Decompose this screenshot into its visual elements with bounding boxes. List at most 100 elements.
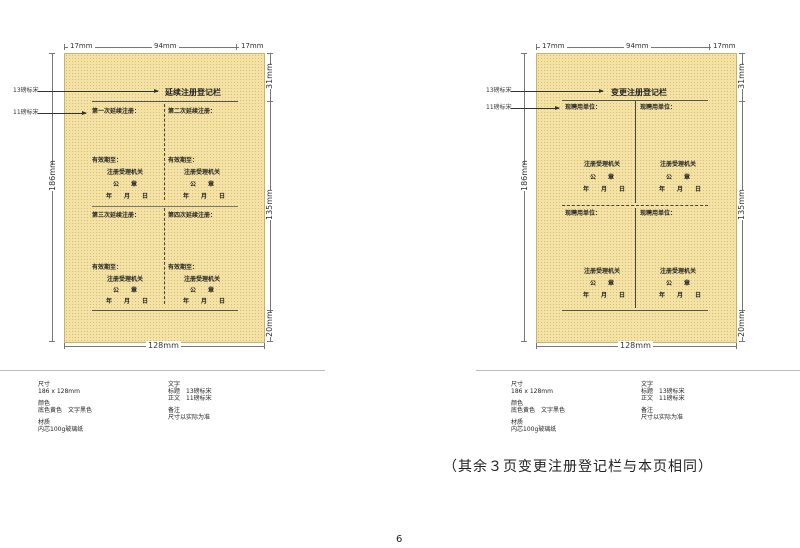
dim-17mm-right: 17mm [711,42,738,51]
valid-until-label: 有效期至： [168,264,199,271]
bottom-rule [92,310,238,311]
dim-17mm-left: 17mm [68,42,95,51]
date-label: 年 月 日 [659,292,702,299]
page-number: 6 [396,534,403,545]
authority-label: 注册受理机关 [107,169,144,176]
dim-tick [64,44,65,50]
seal-label: 公 章 [590,280,615,287]
dim-tick [536,343,537,349]
dim-tick [267,341,273,342]
employer-label: 现聘用单位： [565,104,602,111]
date-label: 年 月 日 [659,186,702,193]
date-label: 年 月 日 [106,193,149,200]
dim-128mm: 128mm [618,341,653,350]
dim-94mm: 94mm [152,42,179,51]
date-label: 年 月 日 [583,186,626,193]
spec-remark-label: 备注 [641,407,654,414]
column-divider [635,208,636,308]
seal-label: 公 章 [113,287,138,294]
dim-tick [64,343,65,349]
date-label: 年 月 日 [183,193,226,200]
left-sheet-title: 延续注册登记栏 [165,87,221,97]
callout-arrow [511,106,560,110]
callout-11pt: 11磅标宋 [13,109,39,116]
callout-arrow [38,111,87,115]
seal-label: 公 章 [190,287,215,294]
dim-tick [521,53,527,54]
dim-128mm: 128mm [146,341,181,350]
valid-until-label: 有效期至： [92,264,123,271]
dim-17mm-left: 17mm [540,42,567,51]
callout-arrow [38,89,159,93]
spec-color-value: 底色黄色 文字黑色 [511,407,566,414]
dim-tick [267,101,273,102]
seal-label: 公 章 [113,181,138,188]
renewal-3-label: 第三次延续注册： [92,212,141,219]
spec-material-value: 内芯100g玻璃纸 [38,426,84,433]
dim-31mm: 31mm [737,63,747,89]
authority-label: 注册受理机关 [184,169,221,176]
dim-94mm: 94mm [624,42,651,51]
dim-tick [49,53,55,54]
spec-size-value: 186 x 128mm [511,388,553,395]
dim-tick [49,341,55,342]
dim-tick [739,341,745,342]
dim-tick [267,53,273,54]
spec-text-title: 标题 13磅标宋 [168,388,212,395]
spec-color-label: 颜色 [38,400,51,407]
height-dim-line [52,53,53,341]
dim-20mm: 20mm [737,311,747,337]
dim-tick [736,343,737,349]
dim-186mm: 186mm [48,160,58,191]
spec-material-label: 材质 [511,419,524,426]
seal-label: 公 章 [666,280,691,287]
authority-label: 注册受理机关 [584,268,621,275]
dim-tick [739,53,745,54]
row-divider [92,206,238,207]
seal-label: 公 章 [666,174,691,181]
row-divider [562,205,708,206]
dim-tick [267,310,273,311]
spec-color-label: 颜色 [511,400,524,407]
spec-size-value: 186 x 128mm [38,388,80,395]
callout-13pt: 13磅标宋 [13,87,39,94]
spec-text-label: 文字 [168,381,181,388]
spec-text-title: 标题 13磅标宋 [641,388,685,395]
dim-20mm: 20mm [265,311,275,337]
date-label: 年 月 日 [106,298,149,305]
spec-remark-label: 备注 [168,407,181,414]
employer-label: 现聘用单位： [640,210,677,217]
authority-label: 注册受理机关 [660,161,697,168]
employer-label: 现聘用单位： [640,104,677,111]
authority-label: 注册受理机关 [584,161,621,168]
spec-size-label: 尺寸 [38,381,51,388]
spec-color-value: 底色黄色 文字黑色 [38,407,93,414]
spec-text-body: 正文 11磅标宋 [641,395,685,402]
spec-material-value: 内芯100g玻璃纸 [511,426,557,433]
section-separator [476,370,800,371]
seal-label: 公 章 [590,174,615,181]
dim-tick [536,44,537,50]
dim-tick [709,44,710,50]
date-label: 年 月 日 [583,292,626,299]
dim-135mm: 135mm [737,189,747,220]
renewal-4-label: 第四次延续注册： [168,212,217,219]
renewal-1-label: 第一次延续注册： [92,108,141,115]
authority-label: 注册受理机关 [660,268,697,275]
dim-tick [521,341,527,342]
dim-tick [264,343,265,349]
spec-text-block-right: 文字 标题 13磅标宋 正文 11磅标宋 备注 尺寸以实际为准 [641,381,685,421]
bottom-rule [562,310,708,311]
spec-block-left: 尺寸 186 x 128mm 颜色 底色黄色 文字黑色 材质 内芯100g玻璃纸 [38,381,92,433]
right-registration-sheet [536,53,737,343]
dim-tick [739,310,745,311]
valid-until-label: 有效期至： [168,157,199,164]
spec-text-block-left: 文字 标题 13磅标宋 正文 11磅标宋 备注 尺寸以实际为准 [168,381,212,421]
valid-until-label: 有效期至： [92,157,123,164]
height-dim-line [524,53,525,341]
column-divider [164,104,165,200]
column-divider [164,208,165,304]
employer-label: 现聘用单位： [565,210,602,217]
dim-186mm: 186mm [520,160,530,191]
renewal-2-label: 第二次延续注册： [168,108,217,115]
